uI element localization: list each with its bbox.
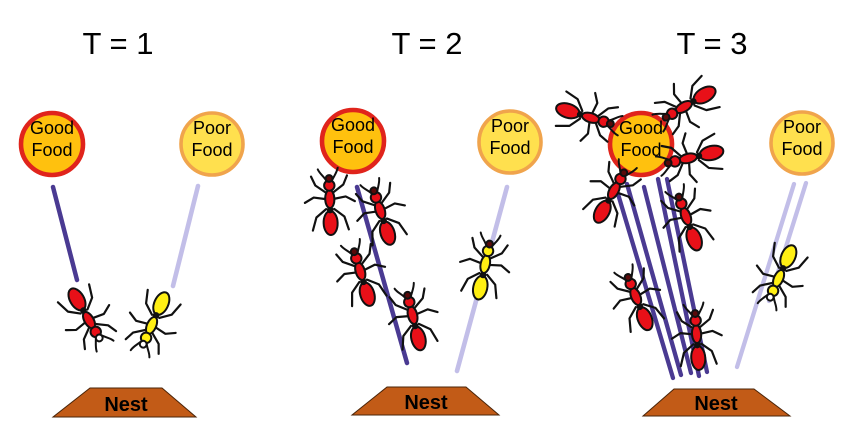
svg-text:Good: Good	[619, 118, 663, 138]
svg-text:T = 2: T = 2	[392, 26, 463, 61]
svg-text:Poor: Poor	[783, 117, 821, 137]
svg-text:Food: Food	[489, 138, 530, 158]
svg-text:Poor: Poor	[193, 118, 231, 138]
svg-text:Good: Good	[331, 115, 375, 135]
svg-text:Food: Food	[31, 140, 72, 160]
svg-text:T = 1: T = 1	[83, 26, 154, 61]
svg-text:Food: Food	[332, 137, 373, 157]
svg-text:T = 3: T = 3	[677, 26, 748, 61]
svg-text:Food: Food	[781, 139, 822, 159]
svg-text:Poor: Poor	[491, 116, 529, 136]
svg-text:Food: Food	[191, 140, 232, 160]
svg-text:Nest: Nest	[404, 392, 448, 414]
svg-text:Good: Good	[30, 118, 74, 138]
svg-text:Food: Food	[620, 140, 661, 160]
svg-text:Nest: Nest	[694, 393, 738, 415]
svg-text:Nest: Nest	[104, 394, 148, 416]
